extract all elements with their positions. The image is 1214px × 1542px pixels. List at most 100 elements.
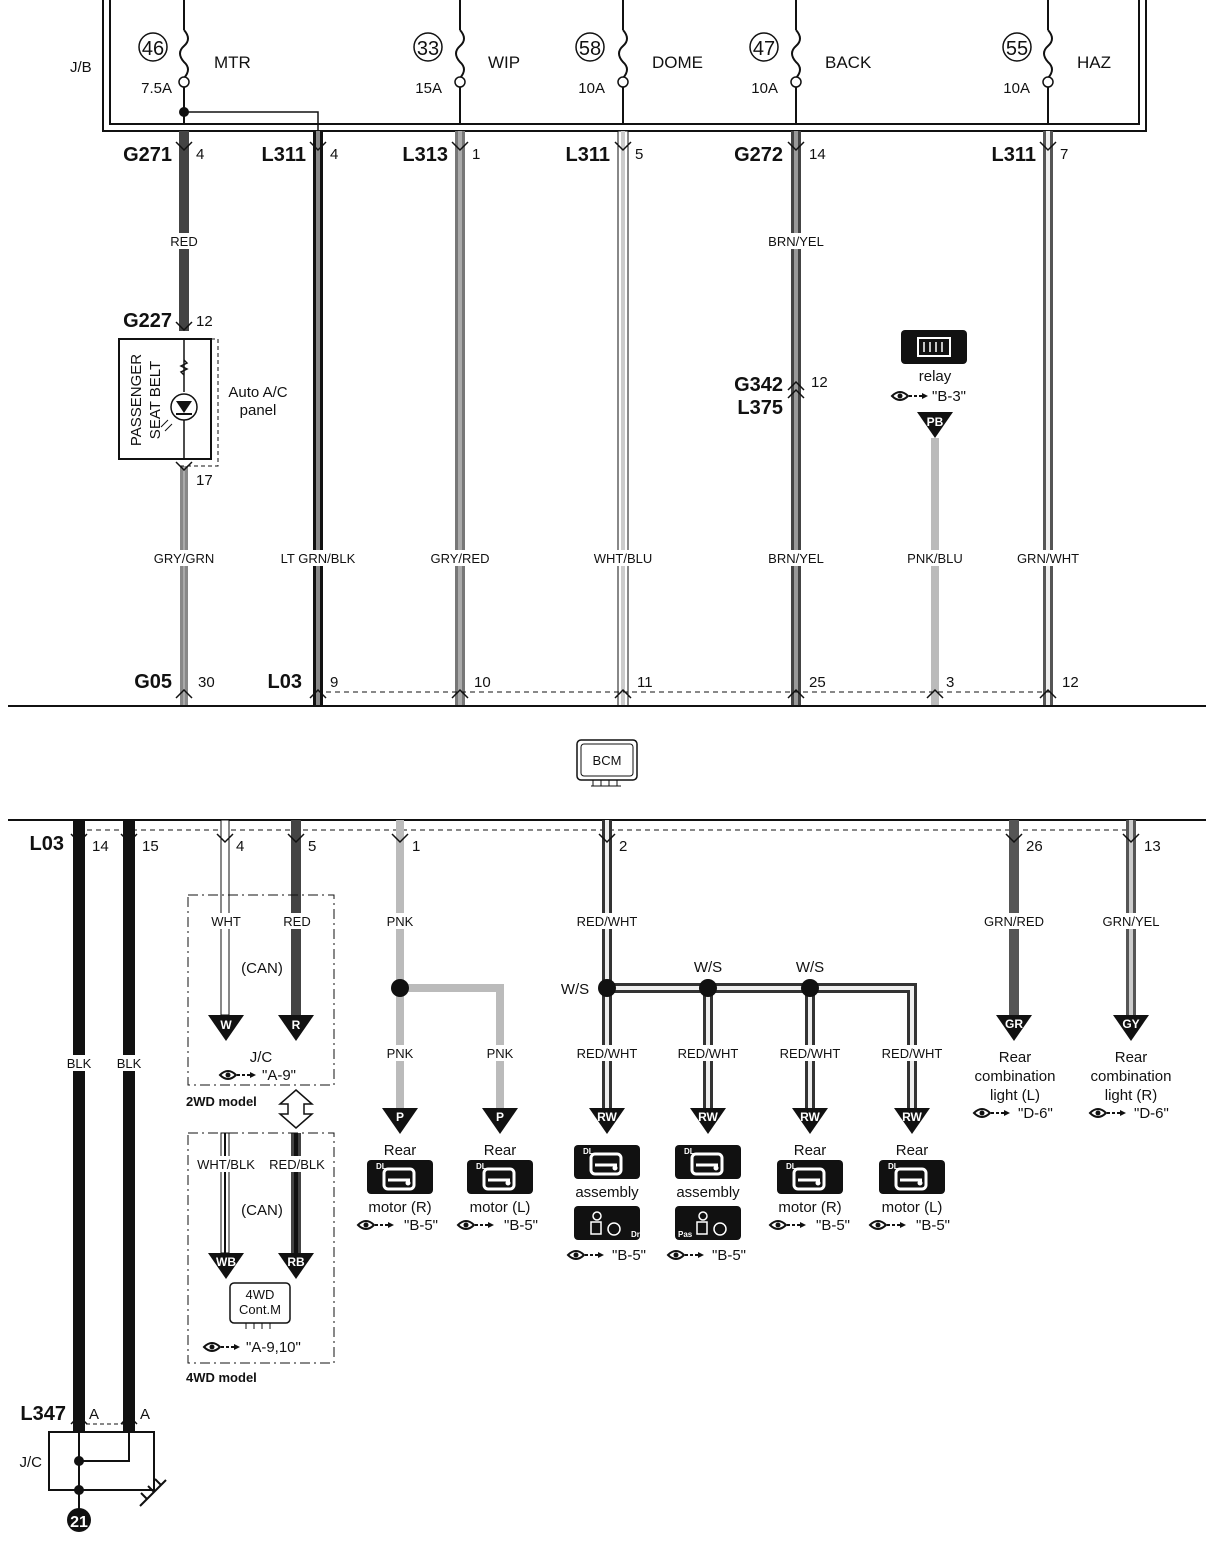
mtr-splice — [179, 107, 319, 131]
rear-door-lock-motor-l-rw: RW Rear DL motor (L) "B-5" — [869, 1108, 950, 1234]
connector-pin: A — [89, 1406, 99, 1423]
connector-l311: L311 — [262, 144, 306, 166]
reference-eye-icon — [769, 1220, 807, 1230]
jc-ref: "A-9" — [262, 1067, 296, 1084]
wire-label: BLK — [117, 1056, 142, 1071]
fuse-number: 46 — [142, 38, 164, 60]
wire-label: RED — [170, 234, 197, 249]
fuse-mtr: 46 MTR 7.5A — [138, 0, 251, 124]
connector-tag-gy — [1113, 1015, 1149, 1041]
cont-ref: "A-9,10" — [246, 1339, 301, 1356]
relay-ref: "B-3" — [932, 388, 966, 405]
ref: "B-5" — [916, 1217, 950, 1234]
wire-label: PNK/BLU — [907, 551, 963, 566]
seatbelt-line1: PASSENGER — [128, 354, 145, 446]
load-label: Rear — [484, 1142, 517, 1159]
wire-label: RED/BLK — [269, 1157, 325, 1172]
connector-g342: G342 — [734, 374, 783, 396]
fuse-haz: 55 HAZ 10A — [1002, 0, 1111, 124]
wire-label: PNK — [387, 914, 414, 929]
wire-label: PNK — [487, 1046, 514, 1061]
load-label: light (R) — [1105, 1087, 1158, 1104]
fuse-name: DOME — [652, 53, 703, 72]
reference-eye-icon — [219, 1070, 257, 1080]
tag-label: Pas — [678, 1230, 693, 1239]
wire-label: RED/WHT — [577, 914, 638, 929]
load-label: motor (L) — [470, 1199, 531, 1216]
auto-ac-panel-line1: Auto A/C — [228, 384, 287, 401]
fuse-number-circle — [413, 32, 443, 62]
fuse-number: 47 — [753, 38, 775, 60]
connector-pin: 1 — [412, 838, 420, 855]
connector-pin: 17 — [196, 472, 213, 489]
connector-pin: 1 — [472, 146, 480, 163]
load-label: combination — [1091, 1068, 1172, 1085]
wire-label: GRY/GRN — [154, 551, 214, 566]
splice-pnk — [391, 979, 409, 997]
wire-label: RED — [283, 914, 310, 929]
cont-line2: Cont.M — [239, 1302, 281, 1317]
connector-pin: 13 — [1144, 838, 1161, 855]
connector-tag-p — [482, 1108, 518, 1134]
bcm-label: BCM — [593, 753, 622, 768]
ref: "B-5" — [712, 1247, 746, 1264]
wire-label: RED/WHT — [882, 1046, 943, 1061]
fuse-number-circle — [575, 32, 605, 62]
fuse-wip: 33 WIP 15A — [413, 0, 520, 124]
ws-label: W/S — [694, 959, 722, 976]
ref: "B-5" — [504, 1217, 538, 1234]
fuse-name: HAZ — [1077, 53, 1111, 72]
connector-tag-rb — [278, 1253, 314, 1279]
reference-eye-icon — [203, 1342, 241, 1352]
fuse-name: WIP — [488, 53, 520, 72]
connector-tag-rw — [894, 1108, 930, 1134]
load-label: Rear — [794, 1142, 827, 1159]
2wd-model-box: W R J/C "A-9" 2WD model — [186, 894, 335, 1109]
connector-tag-r — [278, 1015, 314, 1041]
connector-pin: 11 — [637, 674, 653, 691]
fuse-number-circle — [749, 32, 779, 62]
tag-label: P — [396, 1110, 404, 1124]
reference-eye-icon — [667, 1250, 705, 1260]
connector-pin: 12 — [811, 374, 828, 391]
fuse-amp: 10A — [578, 80, 605, 97]
connector-pin: 30 — [198, 674, 215, 691]
connector-pin: 5 — [308, 838, 316, 855]
tag-label: RW — [902, 1110, 922, 1124]
jc-label: J/C — [20, 1454, 43, 1471]
wire-label: GRN/WHT — [1017, 551, 1079, 566]
wire-label: WHT/BLK — [197, 1157, 255, 1172]
ref: "B-5" — [816, 1217, 850, 1234]
tag-label: GY — [1122, 1017, 1139, 1031]
reference-eye-icon — [357, 1220, 395, 1230]
fuse-number: 58 — [579, 38, 601, 60]
load-label: Rear — [384, 1142, 417, 1159]
wire-label: LT GRN/BLK — [281, 551, 356, 566]
fuse-amp: 10A — [751, 80, 778, 97]
reference-eye-icon — [457, 1220, 495, 1230]
tag-label: GR — [1005, 1017, 1023, 1031]
rear-door-lock-motor-r: P Rear DL motor (R) "B-5" — [357, 1108, 438, 1234]
splice-ws-1 — [598, 979, 616, 997]
2wd-model-label: 2WD model — [186, 1094, 257, 1109]
ref: "B-5" — [404, 1217, 438, 1234]
auto-ac-panel-line2: panel — [240, 402, 277, 419]
jb-label: J/B — [70, 59, 92, 76]
rear-defogger-relay: relay "B-3" PB — [891, 330, 967, 438]
tag-label: DL — [888, 1162, 899, 1171]
tag-label: DL — [786, 1162, 797, 1171]
fuse-amp: 10A — [1003, 80, 1030, 97]
tag-label: DL — [684, 1147, 695, 1156]
passenger-switch-icon — [675, 1206, 741, 1240]
connector-pin: 4 — [330, 146, 338, 163]
load-label: light (L) — [990, 1087, 1040, 1104]
connector-pin: 10 — [474, 674, 491, 691]
bcm-symbol: BCM — [576, 739, 638, 787]
connector-g271: G271 — [123, 144, 172, 166]
load-label: motor (R) — [368, 1199, 431, 1216]
wire-label: BLK — [67, 1056, 92, 1071]
ground-number: 21 — [70, 1514, 88, 1531]
rear-combination-light-r: GY Rear combination light (R) "D-6" — [1089, 1015, 1172, 1122]
resistor-icon — [179, 359, 189, 376]
